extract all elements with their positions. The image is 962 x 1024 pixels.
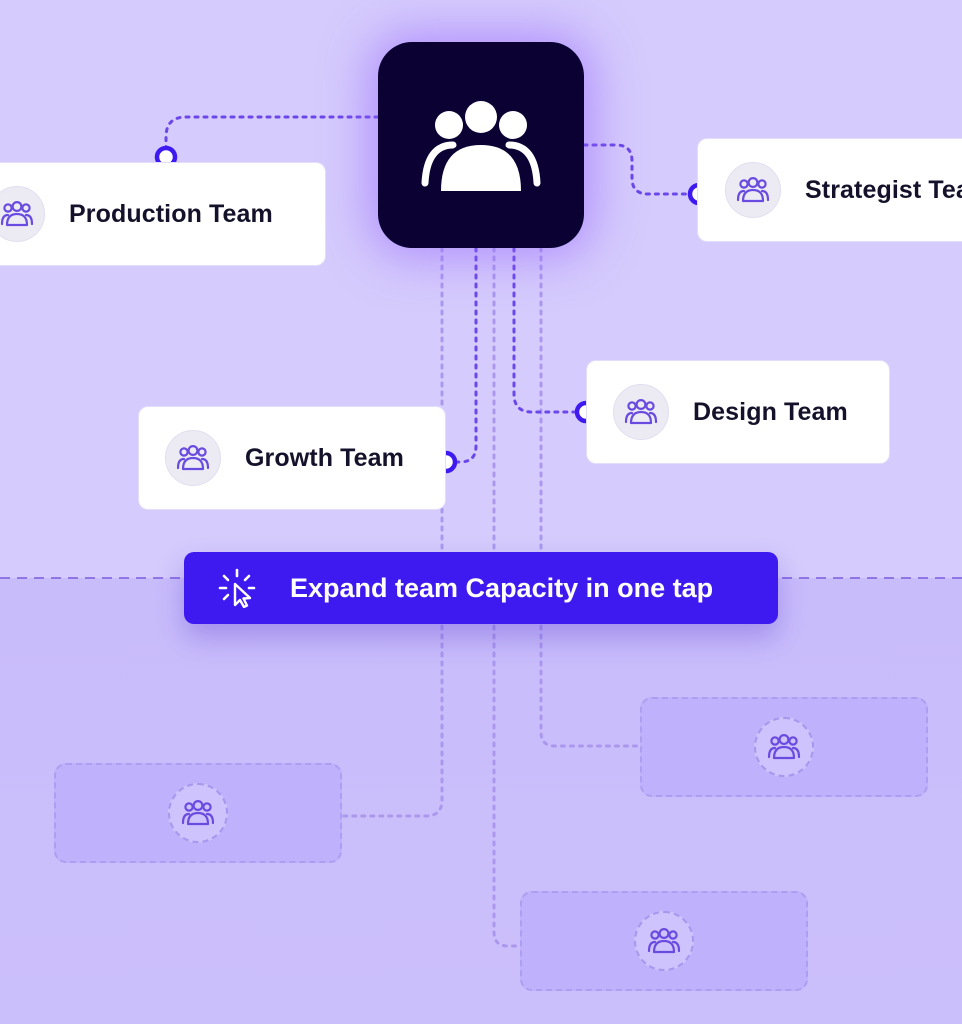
placeholder-badge — [634, 911, 694, 971]
team-icon — [647, 927, 681, 954]
ghost-connector-right — [539, 246, 642, 748]
team-badge — [165, 430, 221, 486]
ghost-connector-left — [338, 246, 444, 818]
ghost-connector-bottom — [492, 246, 522, 948]
expand-capacity-button[interactable]: Expand team Capacity in one tap — [184, 552, 778, 624]
placeholder-badge — [168, 783, 228, 843]
team-badge — [613, 384, 669, 440]
team-icon — [181, 799, 215, 826]
placeholder-slot-right[interactable] — [640, 697, 928, 797]
team-icon — [421, 98, 541, 191]
placeholder-slot-left[interactable] — [54, 763, 342, 863]
hub-team-node[interactable] — [378, 42, 584, 248]
team-badge — [0, 186, 45, 242]
connector-design — [512, 246, 588, 414]
team-label-design: Design Team — [693, 397, 848, 426]
team-label-growth: Growth Team — [245, 443, 404, 472]
team-label-production: Production Team — [69, 199, 273, 228]
connector-production — [164, 115, 380, 159]
team-card-strategist[interactable]: Strategist Team — [697, 138, 962, 242]
team-icon — [176, 444, 210, 471]
placeholder-badge — [754, 717, 814, 777]
team-icon — [624, 398, 658, 425]
team-icon — [736, 176, 770, 203]
team-badge — [725, 162, 781, 218]
team-label-strategist: Strategist Team — [805, 175, 962, 204]
connector-strategist — [582, 143, 701, 196]
connector-growth — [444, 246, 478, 464]
placeholder-slot-bottom[interactable] — [520, 891, 808, 991]
team-card-growth[interactable]: Growth Team — [138, 406, 446, 510]
team-card-production[interactable]: Production Team — [0, 162, 326, 266]
expand-capacity-label: Expand team Capacity in one tap — [290, 572, 714, 603]
click-cursor-icon — [218, 568, 256, 608]
team-icon — [767, 733, 801, 760]
team-card-design[interactable]: Design Team — [586, 360, 890, 464]
team-icon — [0, 200, 34, 227]
